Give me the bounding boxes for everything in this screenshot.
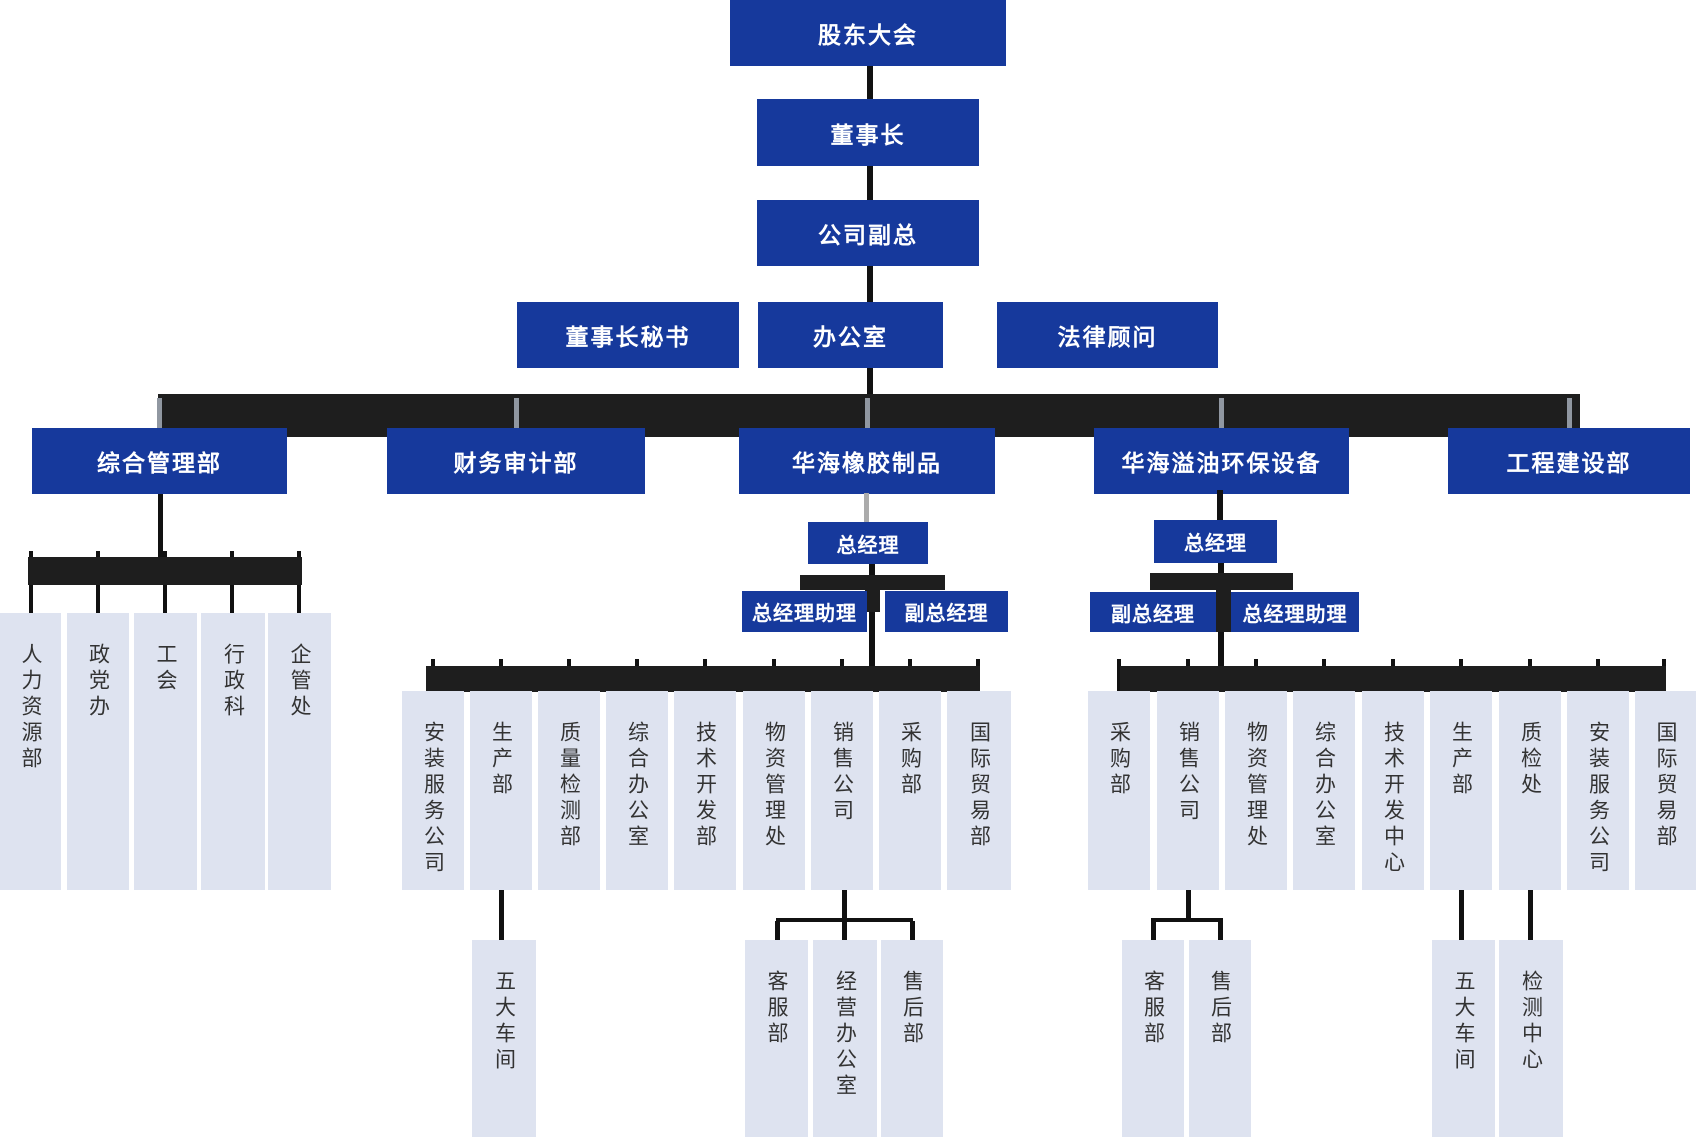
node-rubber-dept: 技术开发部 <box>674 691 736 890</box>
node-chairman: 董事长 <box>757 99 979 166</box>
rubber-gm-bracket-band <box>800 575 945 590</box>
node-rubber-dept: 采购部 <box>879 691 941 890</box>
node-shareholders: 股东大会 <box>730 0 1006 66</box>
node-rubber-sales-child: 售后部 <box>881 940 943 1137</box>
connector-vice-office <box>867 266 873 302</box>
connector-enviro-qc-child <box>1528 890 1533 940</box>
rubber-sales-bracket <box>776 918 913 922</box>
node-rubber-dept: 销售公司 <box>811 691 873 890</box>
node-rubber-dept: 质量检测部 <box>538 691 600 890</box>
band-tick <box>157 398 162 428</box>
node-vice-president: 公司副总 <box>757 200 979 266</box>
node-rubber-dept: 生产部 <box>470 691 532 890</box>
node-enviro-deputy-gm: 副总经理 <box>1090 592 1216 632</box>
node-rubber-dept: 安装服务公司 <box>402 691 464 890</box>
node-legal-advisor: 法律顾问 <box>997 302 1218 368</box>
node-enviro-dept: 综合办公室 <box>1293 691 1355 890</box>
node-enviro-sales-child: 售后部 <box>1189 940 1251 1137</box>
connector-enviro-production-child <box>1459 890 1464 940</box>
node-enviro-dept: 销售公司 <box>1157 691 1219 890</box>
rubber-dept-band <box>426 666 980 692</box>
connector-rubber-gm <box>864 493 869 522</box>
band-tick <box>514 398 519 428</box>
connector-shareholders-chairman <box>867 66 873 99</box>
connector-enviro-sales-down <box>1186 890 1191 921</box>
node-enviro-dept: 物资管理处 <box>1225 691 1287 890</box>
connector-rubber-production-child <box>499 890 504 940</box>
node-enviro-dept: 生产部 <box>1430 691 1492 890</box>
node-rubber-gm: 总经理 <box>808 522 928 564</box>
node-general-child: 行政科 <box>201 613 265 890</box>
connector-rubber-gm-down <box>869 564 875 666</box>
connector-enviro-gm <box>1217 490 1223 520</box>
node-enviro-gm-assistant: 总经理助理 <box>1231 592 1359 632</box>
node-rubber-deputy-gm: 副总经理 <box>885 591 1008 632</box>
node-division-general: 综合管理部 <box>32 428 287 494</box>
node-rubber-dept: 综合办公室 <box>606 691 668 890</box>
node-enviro-sales-child: 客服部 <box>1122 940 1184 1137</box>
node-rubber-dept: 国际贸易部 <box>947 691 1011 890</box>
rubber-sales-stub <box>842 921 847 940</box>
node-general-child: 工会 <box>134 613 197 890</box>
node-office: 办公室 <box>758 302 943 368</box>
node-enviro-workshops: 五大车间 <box>1432 940 1495 1137</box>
node-division-enviro: 华海溢油环保设备 <box>1094 428 1349 494</box>
rubber-sales-stub <box>910 921 915 940</box>
enviro-dept-band <box>1120 666 1666 692</box>
node-general-child: 人力资源部 <box>0 613 61 890</box>
enviro-sales-stub <box>1218 921 1223 940</box>
band-tick <box>1219 398 1224 428</box>
node-rubber-sales-child: 客服部 <box>745 940 808 1137</box>
node-enviro-gm: 总经理 <box>1154 520 1277 563</box>
node-rubber-sales-child: 经营办公室 <box>813 940 877 1137</box>
node-rubber-workshops: 五大车间 <box>472 940 536 1137</box>
node-division-finance: 财务审计部 <box>387 428 645 494</box>
connector-rubber-sales-down <box>842 890 847 921</box>
band-tick <box>865 398 870 428</box>
node-rubber-gm-assistant: 总经理助理 <box>742 591 867 632</box>
node-secretary: 董事长秘书 <box>517 302 739 368</box>
node-enviro-testing-center: 检测中心 <box>1499 940 1563 1137</box>
node-enviro-dept: 安装服务公司 <box>1567 691 1629 890</box>
connector-general-down <box>158 494 163 557</box>
rubber-sales-stub <box>775 921 780 940</box>
node-enviro-dept: 质检处 <box>1499 691 1561 890</box>
enviro-gm-bracket-band <box>1150 573 1293 590</box>
connector-chairman-vice <box>867 166 873 200</box>
node-rubber-dept: 物资管理处 <box>743 691 805 890</box>
band-tick <box>1567 398 1572 428</box>
node-general-child: 政党办 <box>67 613 129 890</box>
node-enviro-dept: 技术开发中心 <box>1362 691 1424 890</box>
enviro-sales-bracket <box>1151 918 1223 922</box>
general-bracket-band <box>28 557 302 585</box>
node-enviro-dept: 采购部 <box>1088 691 1150 890</box>
enviro-sales-stub <box>1151 921 1156 940</box>
enviro-dept-stub <box>1117 659 1121 692</box>
node-division-rubber: 华海橡胶制品 <box>739 428 995 494</box>
node-division-engineering: 工程建设部 <box>1448 428 1690 494</box>
node-enviro-dept: 国际贸易部 <box>1635 691 1696 890</box>
connector-office-band <box>867 368 873 394</box>
node-general-child: 企管处 <box>268 613 331 890</box>
